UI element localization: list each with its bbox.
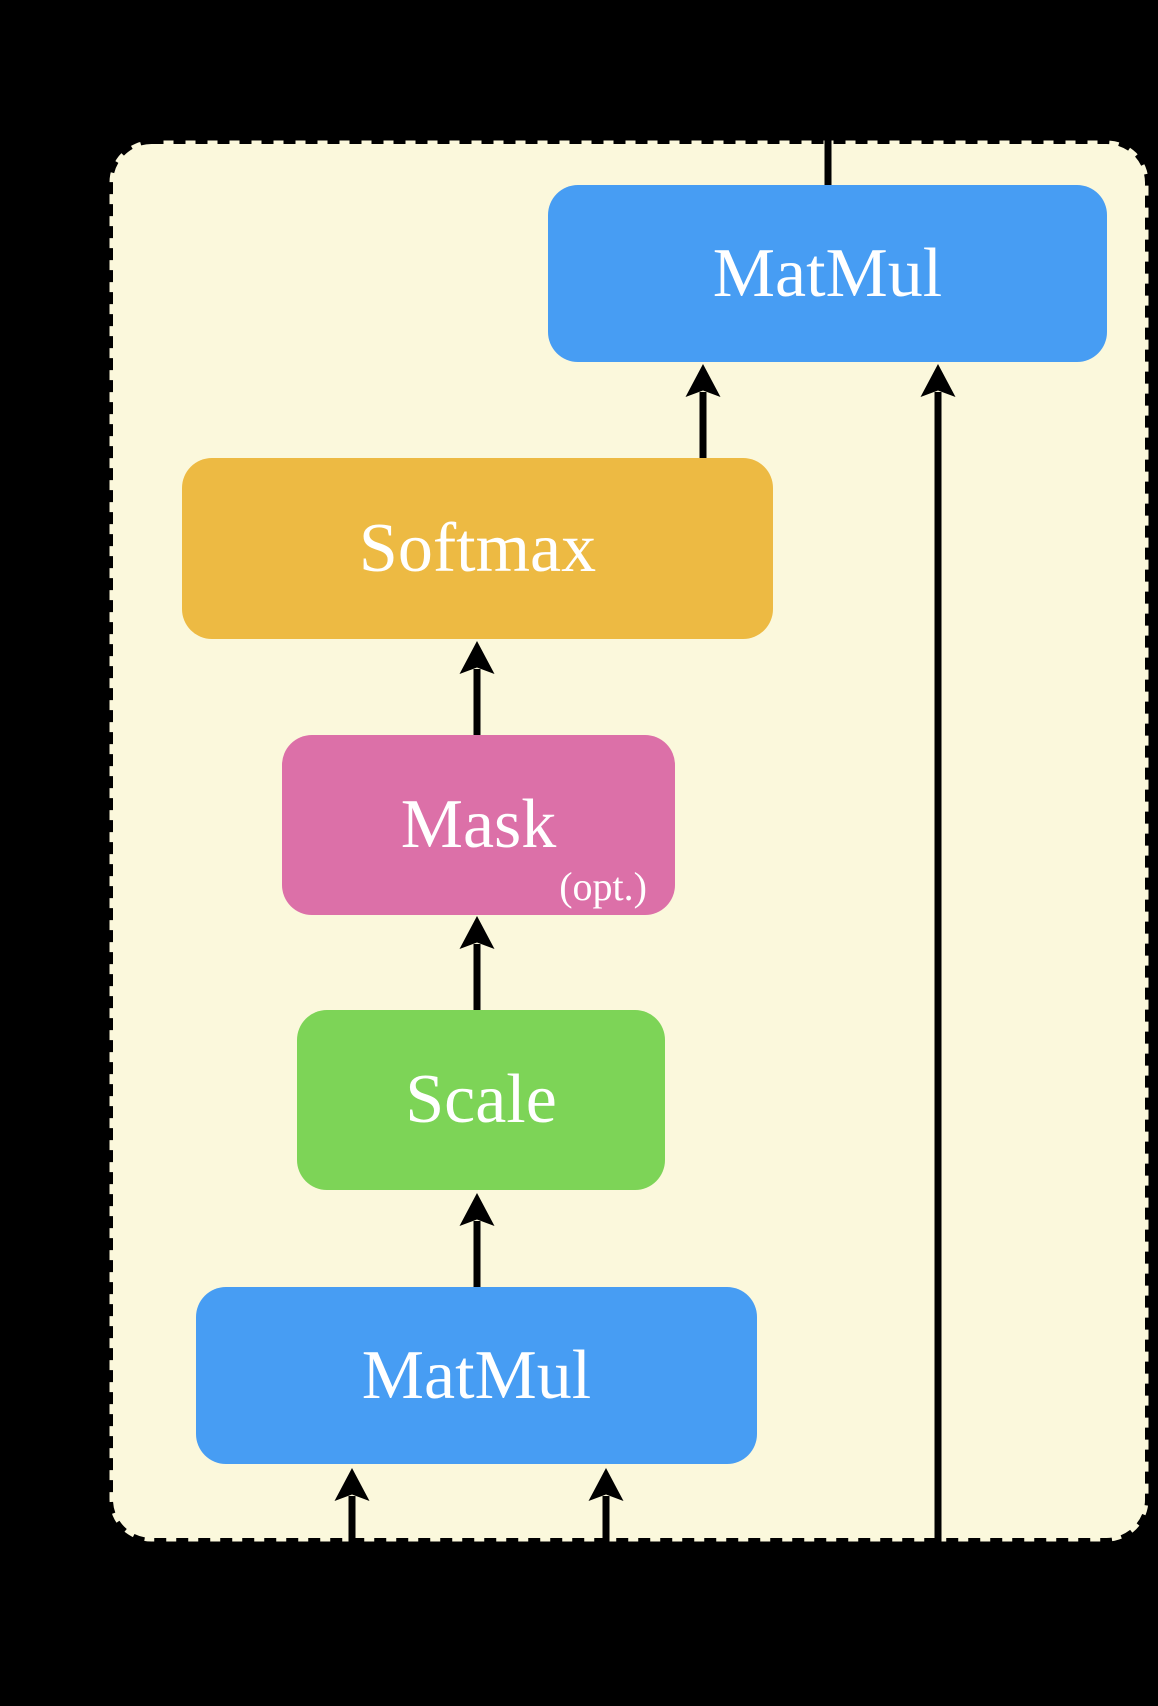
- arrow-q-input: [334, 1468, 370, 1545]
- block-matmul-bottom-label: MatMul: [361, 1336, 592, 1414]
- block-matmul-top-label: MatMul: [712, 234, 943, 312]
- block-mask: Mask (opt.): [282, 735, 675, 915]
- arrow-k-input: [588, 1468, 624, 1545]
- block-mask-opt-label: (opt.): [559, 864, 647, 909]
- arrow-scale-to-mask: [459, 916, 495, 1010]
- arrow-v-input: [920, 364, 956, 1545]
- arrow-matmul-to-scale: [459, 1193, 495, 1287]
- block-scale-label: Scale: [405, 1061, 557, 1138]
- block-softmax-label: Softmax: [358, 509, 597, 587]
- arrow-mask-to-softmax: [459, 641, 495, 735]
- block-mask-label: Mask: [400, 786, 557, 863]
- arrow-softmax-to-matmul: [685, 364, 721, 458]
- block-softmax: Softmax: [182, 458, 773, 639]
- block-scale: Scale: [297, 1010, 665, 1190]
- block-matmul-bottom: MatMul: [196, 1287, 757, 1464]
- block-matmul-top: MatMul: [548, 185, 1107, 362]
